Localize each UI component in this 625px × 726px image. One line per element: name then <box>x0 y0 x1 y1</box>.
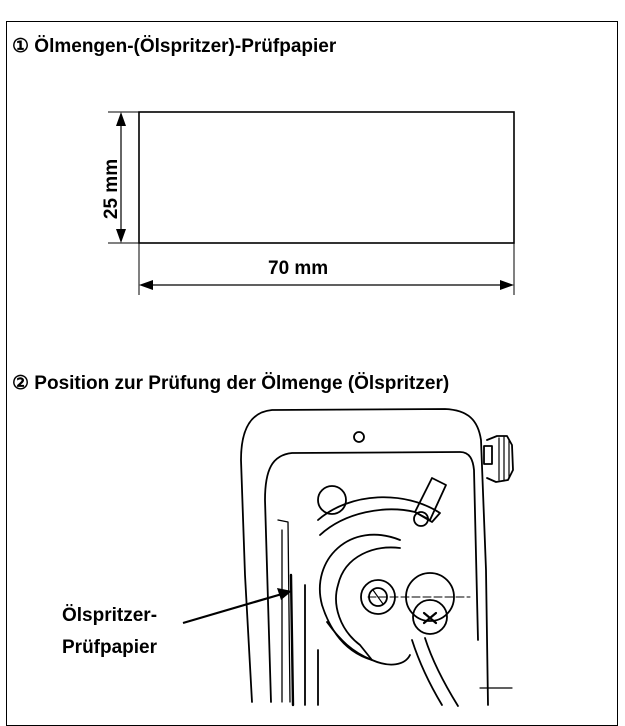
screw-cross <box>422 611 438 625</box>
width-arrow-right <box>500 280 514 290</box>
hook-body <box>319 533 401 661</box>
side-knob-ridges <box>498 436 510 482</box>
lever-pivot <box>413 511 429 527</box>
upper-pin <box>317 485 347 515</box>
lower-arm <box>411 637 459 707</box>
height-arrow-top <box>116 112 126 126</box>
height-arrow-bottom <box>116 229 126 243</box>
callout-line2: Prüfpapier <box>62 637 158 658</box>
callout-line1: Ölspritzer- <box>62 605 158 626</box>
lower-plate <box>304 584 319 706</box>
test-paper-rect <box>138 111 515 244</box>
hook-tip <box>326 621 411 666</box>
section1-title: ① Ölmengen-(Ölspritzer)-Prüfpapier <box>12 36 337 57</box>
side-knob <box>486 435 514 483</box>
width-label: 70 mm <box>268 258 329 279</box>
arm-arc <box>317 496 441 536</box>
width-arrow-left <box>139 280 153 290</box>
callout-arrowhead <box>277 588 292 600</box>
lever <box>414 477 447 521</box>
top-hole <box>353 431 365 443</box>
section2-title: ② Position zur Prüfung der Ölmenge (Ölsp… <box>12 373 450 394</box>
inner-plate-outline <box>264 451 479 703</box>
screw-head <box>412 599 448 635</box>
paper-strip <box>289 573 295 707</box>
housing-outline <box>240 408 489 706</box>
bobbin-line <box>372 589 384 605</box>
left-rail <box>277 519 291 703</box>
callout-leader <box>182 592 283 625</box>
knob-base <box>483 445 493 465</box>
